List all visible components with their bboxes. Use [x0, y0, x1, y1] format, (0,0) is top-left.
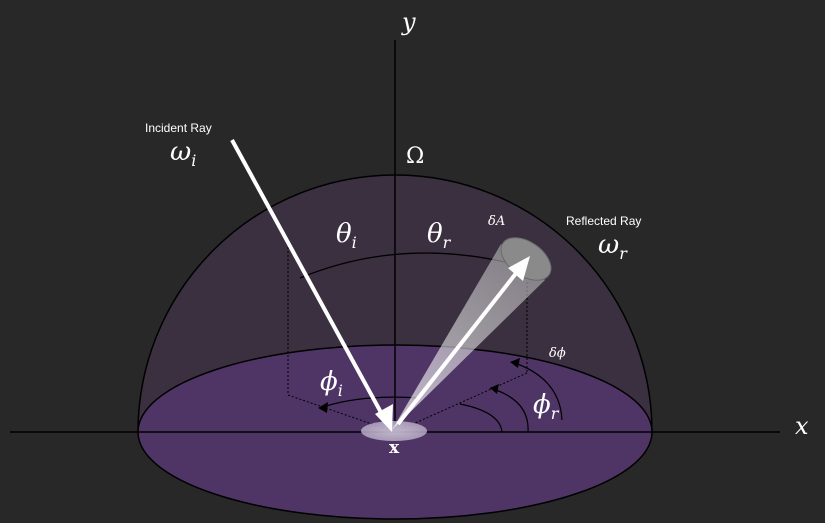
incident-ray-title: Incident Ray — [145, 121, 212, 135]
x-axis-label: x — [795, 412, 809, 440]
phi-r-label: ϕr — [533, 390, 560, 423]
theta-arc — [299, 252, 506, 279]
incident-ray — [230, 139, 386, 419]
delta-a-label: δA — [488, 214, 505, 229]
hemisphere-label: Ω — [406, 144, 424, 169]
theta-r-label: θr — [427, 219, 452, 252]
reflected-ray — [396, 270, 519, 426]
reflection-spot — [361, 421, 427, 441]
delta-phi-label: δϕ — [549, 346, 566, 361]
phi-arrowheads — [318, 358, 520, 413]
construction-lines — [287, 243, 528, 433]
theta-i-label: θi — [336, 219, 357, 252]
reflected-ray-symbol: ωr — [598, 230, 628, 263]
phi-arcs — [319, 361, 563, 433]
reflected-ray-arrowhead — [508, 256, 530, 281]
reflected-ray-title: Reflected Ray — [566, 214, 641, 228]
surface-point-label: x — [389, 438, 400, 458]
incident-ray-arrowhead — [375, 404, 393, 432]
incident-ray-symbol: ωi — [170, 137, 196, 170]
phi-i-label: ϕi — [320, 367, 343, 400]
y-axis-label: y — [401, 8, 416, 36]
